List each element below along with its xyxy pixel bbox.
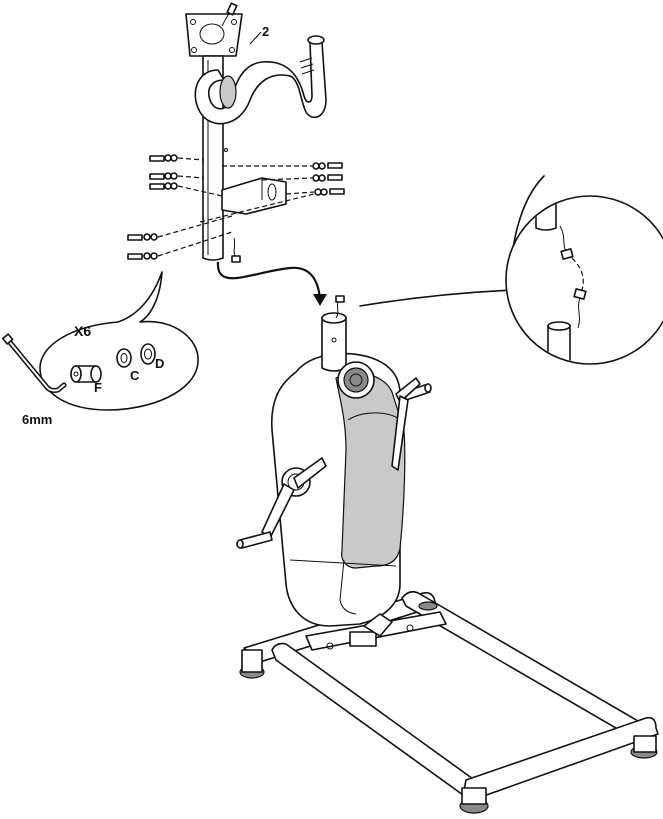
foot-rear-right <box>419 602 437 610</box>
foot-front-left <box>460 788 488 813</box>
bolt <box>128 253 157 259</box>
detail-callout <box>360 160 663 404</box>
quantity-label: X6 <box>74 323 91 339</box>
bolt <box>150 173 177 179</box>
hardware-label-c: C <box>130 368 140 383</box>
foot-front-right <box>631 736 657 758</box>
front-crossbar <box>464 718 658 799</box>
bolt <box>150 183 177 189</box>
bolt <box>128 234 157 240</box>
tension-knob <box>338 362 374 398</box>
seat-post-tube <box>322 318 346 371</box>
machine-frame <box>237 296 658 813</box>
foot-rear-left <box>240 650 264 678</box>
pedal-pin-left <box>240 532 272 548</box>
left-rail <box>272 644 482 800</box>
mount-bracket <box>222 178 286 214</box>
bolt <box>313 163 342 169</box>
shroud-panel <box>336 373 405 568</box>
bolt <box>313 175 342 181</box>
curved-arrow-icon <box>218 262 327 306</box>
washer-c-icon <box>117 349 131 367</box>
hardware-callout: X6 F C D 6mm <box>3 272 198 427</box>
part-number-label: 2 <box>262 24 269 39</box>
hardware-label-f: F <box>94 380 102 395</box>
bolt <box>150 155 177 161</box>
tool-size-label: 6mm <box>22 412 52 427</box>
bolt <box>315 189 344 195</box>
hardware-label-d: D <box>155 356 164 371</box>
washer-d-icon <box>141 344 155 364</box>
